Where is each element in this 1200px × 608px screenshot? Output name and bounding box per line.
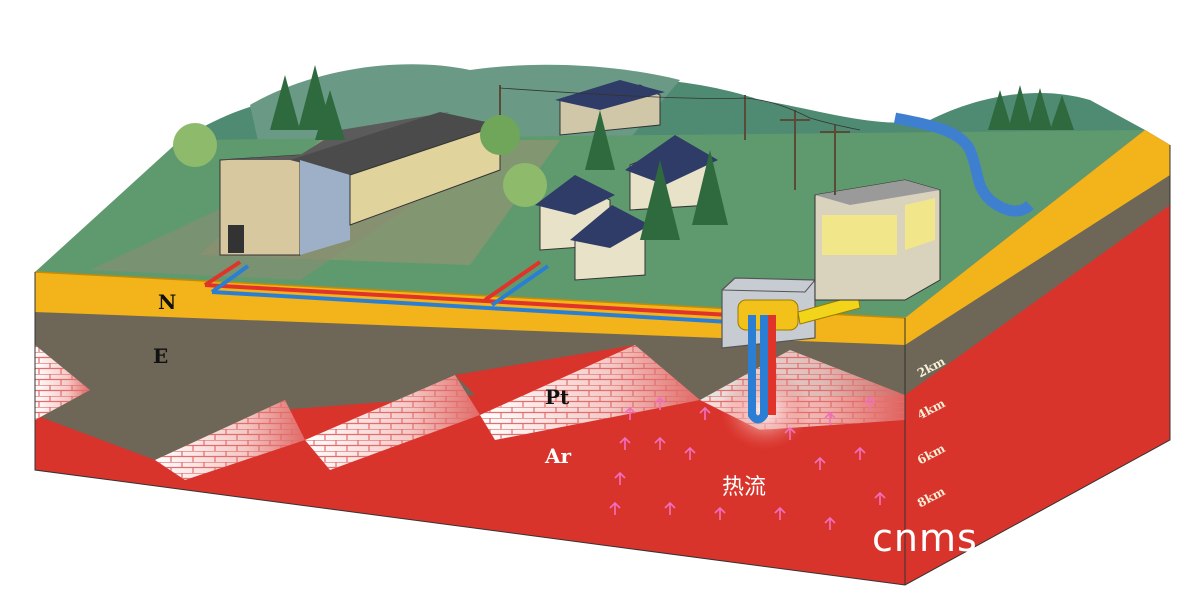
layer-pt-label: Pt	[545, 385, 570, 409]
power-lines	[499, 85, 861, 195]
layer-n-label: N	[158, 290, 177, 314]
layer-ar-label: Ar	[545, 444, 572, 468]
heat-exchanger	[721, 277, 861, 424]
layer-e-label: E	[153, 344, 169, 368]
river	[893, 112, 1034, 217]
pipes	[203, 260, 731, 324]
heat-flow-label: 热流	[722, 475, 767, 500]
trees	[173, 65, 1074, 240]
watermark: cnms	[872, 516, 978, 560]
heat-flow-arrows	[609, 396, 886, 530]
side-face	[905, 130, 1170, 585]
